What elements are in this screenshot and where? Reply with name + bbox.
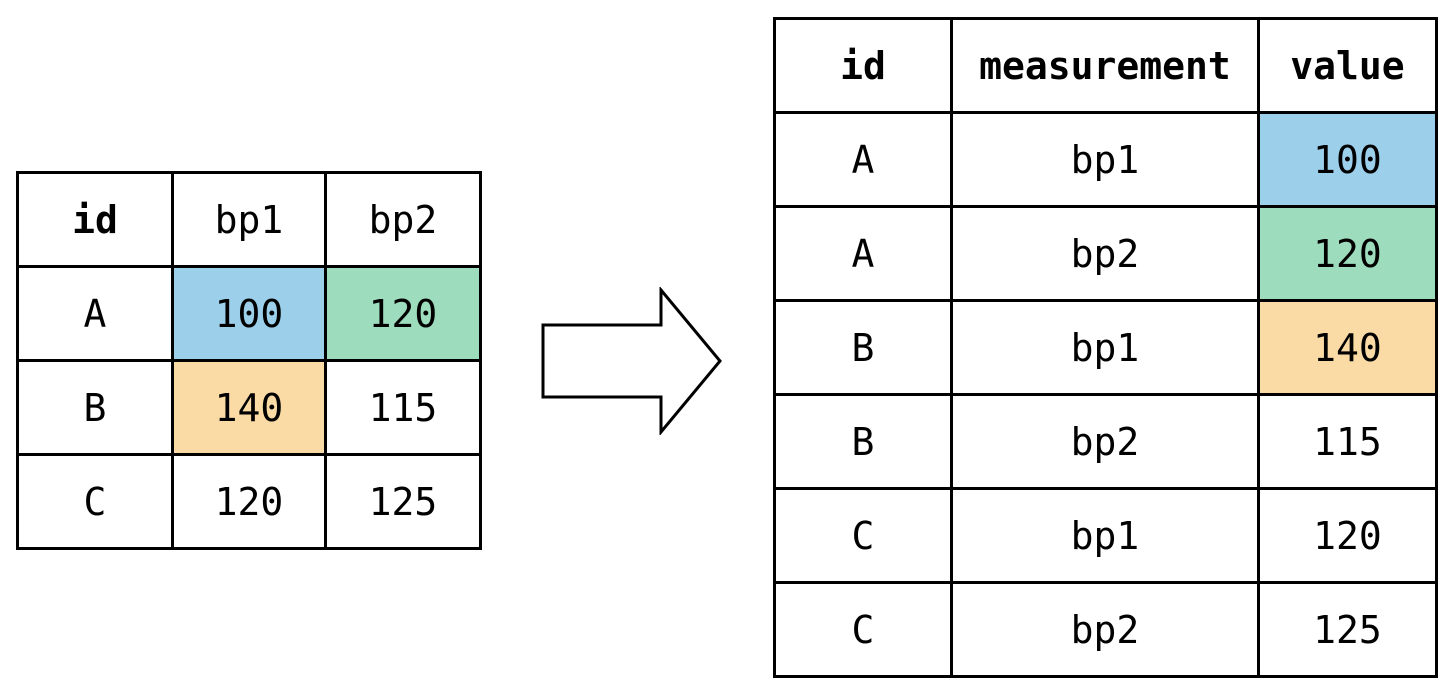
wide-table-header-row: id bp1 bp2	[16, 171, 482, 268]
table-row: A bp2 120	[773, 205, 1438, 302]
long-cell-id: A	[773, 205, 953, 302]
wide-cell-id: A	[16, 265, 174, 362]
long-cell-measurement: bp1	[950, 111, 1260, 208]
wide-cell-id: B	[16, 359, 174, 456]
table-row: C 120 125	[16, 453, 482, 550]
long-cell-value: 120	[1257, 487, 1438, 584]
long-cell-value: 120	[1257, 205, 1438, 302]
wide-cell-bp2: 125	[324, 453, 482, 550]
table-row: C bp2 125	[773, 581, 1438, 678]
long-cell-id: C	[773, 487, 953, 584]
wide-cell-bp1: 140	[171, 359, 327, 456]
table-row: A bp1 100	[773, 111, 1438, 208]
table-row: B bp2 115	[773, 393, 1438, 490]
long-cell-id: B	[773, 299, 953, 396]
long-cell-value: 125	[1257, 581, 1438, 678]
wide-table: id bp1 bp2 A 100 120 B 140 115 C 120 125	[16, 171, 482, 550]
wide-header-bp1: bp1	[171, 171, 327, 268]
long-header-value: value	[1257, 17, 1438, 114]
long-cell-id: A	[773, 111, 953, 208]
wide-cell-bp2: 120	[324, 265, 482, 362]
long-cell-value: 140	[1257, 299, 1438, 396]
table-row: B 140 115	[16, 359, 482, 456]
long-cell-measurement: bp1	[950, 487, 1260, 584]
long-table: id measurement value A bp1 100 A bp2 120…	[773, 17, 1438, 678]
wide-cell-bp1: 120	[171, 453, 327, 550]
long-cell-id: B	[773, 393, 953, 490]
table-row: A 100 120	[16, 265, 482, 362]
long-cell-measurement: bp2	[950, 393, 1260, 490]
wide-cell-bp2: 115	[324, 359, 482, 456]
wide-header-bp2: bp2	[324, 171, 482, 268]
wide-header-id: id	[16, 171, 174, 268]
long-cell-measurement: bp2	[950, 581, 1260, 678]
long-header-measurement: measurement	[950, 17, 1260, 114]
long-header-id: id	[773, 17, 953, 114]
long-cell-value: 100	[1257, 111, 1438, 208]
table-row: C bp1 120	[773, 487, 1438, 584]
long-cell-measurement: bp2	[950, 205, 1260, 302]
long-cell-id: C	[773, 581, 953, 678]
wide-cell-bp1: 100	[171, 265, 327, 362]
wide-cell-id: C	[16, 453, 174, 550]
long-table-header-row: id measurement value	[773, 17, 1438, 114]
right-arrow-icon	[541, 287, 722, 435]
table-row: B bp1 140	[773, 299, 1438, 396]
long-cell-measurement: bp1	[950, 299, 1260, 396]
long-cell-value: 115	[1257, 393, 1438, 490]
